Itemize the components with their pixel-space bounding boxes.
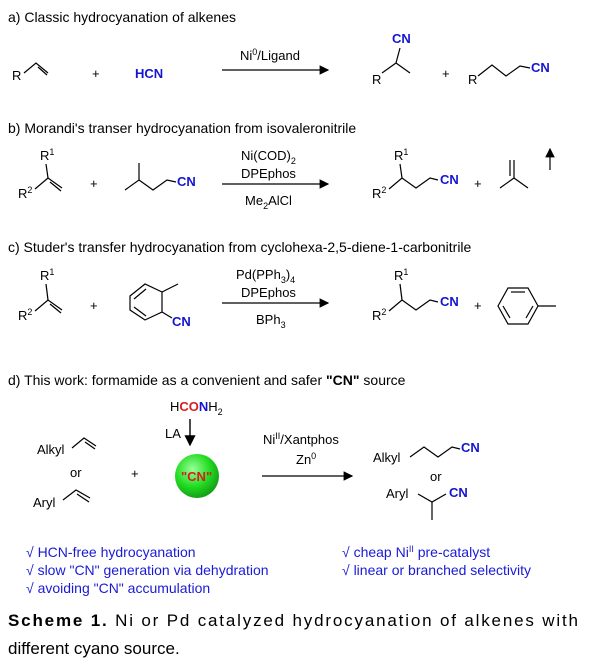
product-r1-label: R1: [394, 147, 408, 163]
lewis-acid-label: Me2AlCl: [245, 193, 292, 211]
branched-product-structure: [388, 163, 439, 190]
ligand-label: DPEphos: [241, 285, 296, 300]
scheme-caption: Scheme 1. Ni or Pd catalyzed hydrocyanat…: [8, 611, 578, 658]
branched-cn-label: CN: [449, 485, 468, 500]
catalyst-label: NiII/Xantphos: [263, 431, 339, 447]
isovaleronitrile-structure: [124, 163, 177, 191]
r1-label: R1: [40, 267, 54, 283]
product-cn-label: CN: [440, 294, 459, 309]
branched-product-structure: [388, 283, 439, 312]
panel-d-title: d) This work: formamide as a convenient …: [8, 372, 406, 388]
branched-nitrile-structure: [381, 47, 411, 74]
alkyl-alkene-structure: [71, 437, 97, 450]
cyclohexadiene-carbonitrile-structure: [129, 283, 179, 321]
disubstituted-alkene-structure: [34, 163, 63, 192]
plus-sign: +: [474, 176, 482, 191]
product-alkyl-label: Alkyl: [373, 450, 401, 465]
isobutene-structure: [499, 160, 529, 189]
lewis-acid-label: LA: [165, 426, 181, 441]
catalyst-label: Ni(COD)2: [241, 148, 296, 166]
borane-label: BPh3: [256, 312, 286, 330]
plus-sign: +: [92, 66, 100, 81]
linear-cn-label: CN: [461, 440, 480, 455]
condition-label: Ni0/Ligand: [240, 47, 300, 63]
ligand-label: DPEphos: [241, 166, 296, 181]
note-left-1: √ HCN-free hydrocyanation: [26, 544, 196, 560]
linear-nitrile-structure: [477, 64, 531, 77]
note-right-1: √ cheap NiII pre-catalyst: [342, 544, 490, 560]
cn-source-ball: [175, 454, 219, 498]
plus-sign: +: [90, 298, 98, 313]
panel-b-title: b) Morandi's transer hydrocyanation from…: [8, 120, 356, 136]
catalyst-label: Pd(PPh3)4: [236, 267, 295, 285]
linear-r-label: R: [468, 72, 477, 87]
branched-r-label: R: [372, 72, 381, 87]
panel-c: c) Studer's transfer hydrocyanation from…: [8, 239, 556, 330]
donor-cn-label: CN: [177, 174, 196, 189]
aryl-alkene-structure: [62, 489, 91, 503]
caption-line-2: different cyano source.: [8, 639, 180, 658]
branched-product-structure: [417, 493, 447, 520]
linear-product-structure: [409, 446, 461, 458]
plus-sign: +: [474, 298, 482, 313]
or-label: or: [70, 465, 82, 480]
caption-line-1: Scheme 1. Ni or Pd catalyzed hydrocyanat…: [8, 611, 578, 630]
product-aryl-label: Aryl: [386, 486, 409, 501]
panel-c-title: c) Studer's transfer hydrocyanation from…: [8, 239, 472, 255]
plus-sign: +: [90, 176, 98, 191]
terminal-alkene-structure: [23, 62, 49, 76]
panel-a-title: a) Classic hydrocyanation of alkenes: [8, 9, 236, 25]
substrate-r-label: R: [12, 68, 21, 83]
r1-label: R1: [40, 147, 54, 163]
note-right-2: √ linear or branched selectivity: [342, 562, 531, 578]
branched-cn-label: CN: [392, 31, 411, 46]
r2-label: R2: [18, 307, 32, 323]
panel-d: d) This work: formamide as a convenient …: [8, 372, 531, 596]
r2-label: R2: [18, 185, 32, 201]
reductant-label: Zn0: [296, 451, 316, 467]
linear-cn-label: CN: [531, 60, 550, 75]
toluene-structure: [497, 287, 556, 325]
cn-source-label: "CN": [181, 469, 212, 484]
disubstituted-alkene-structure: [34, 283, 63, 314]
product-r2-label: R2: [372, 185, 386, 201]
product-cn-label: CN: [440, 172, 459, 187]
panel-a: a) Classic hydrocyanation of alkenes R +…: [8, 9, 550, 87]
product-r1-label: R1: [394, 267, 408, 283]
formamide-label: HCONH2: [170, 399, 223, 417]
plus-sign: +: [131, 466, 139, 481]
panel-b: b) Morandi's transer hydrocyanation from…: [8, 120, 555, 211]
product-r2-label: R2: [372, 307, 386, 323]
plus-sign: +: [442, 66, 450, 81]
aryl-label: Aryl: [33, 495, 56, 510]
note-left-2: √ slow "CN" generation via dehydration: [26, 562, 269, 578]
or-label: or: [430, 469, 442, 484]
alkyl-label: Alkyl: [37, 442, 65, 457]
note-left-3: √ avoiding "CN" accumulation: [26, 580, 210, 596]
hcn-reagent: HCN: [135, 66, 163, 81]
donor-cn-label: CN: [172, 314, 191, 329]
